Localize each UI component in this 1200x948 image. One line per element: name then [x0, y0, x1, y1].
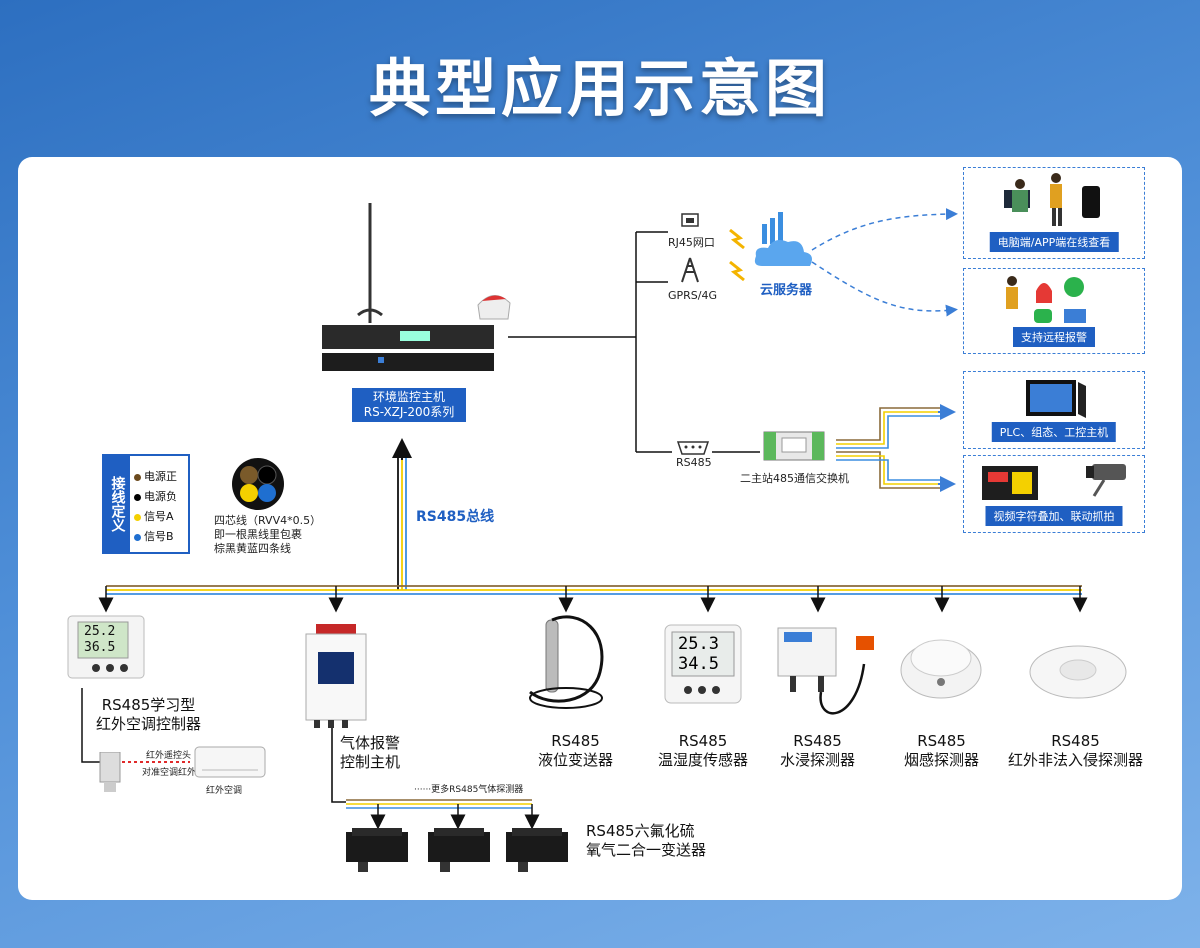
gas-sensor-2: [426, 826, 492, 872]
camera-icon: [982, 464, 1126, 500]
aircon-probe-icon: [96, 751, 124, 792]
host-label: 环境监控主机 RS-XZJ-200系列: [352, 388, 466, 422]
level-transmitter: [520, 612, 616, 716]
yellow-dot-icon: [134, 513, 141, 521]
ir-controller: 25.2 36.5: [66, 614, 146, 680]
bus-horizontal: [106, 585, 1082, 595]
aircon-unit-icon: [194, 746, 266, 780]
black-dot-icon: [134, 493, 141, 501]
cloud-icon: [752, 212, 818, 272]
device-label-gas: 气体报警控制主机: [340, 734, 401, 771]
gprs-label: GPRS/4G: [668, 289, 718, 302]
gas-sensor-1: [344, 826, 410, 872]
card-alarm: 支持远程报警: [963, 268, 1145, 354]
lcd-hum1: 36.5: [84, 640, 116, 655]
gas-sensor-label: RS485六氟化硫氧气二合一变送器: [586, 822, 707, 859]
lcd-hum2: 34.5: [678, 654, 719, 674]
blue-dot-icon: [134, 533, 141, 541]
lcd-temp2: 25.3: [678, 634, 719, 654]
cloud-links: [811, 208, 958, 317]
card-alarm-label: 支持远程报警: [1013, 327, 1095, 347]
antenna-tower-icon: [678, 256, 702, 284]
cable-line2: 即一根黑线里包裹: [214, 528, 302, 541]
switch-label: 二主站485通信交换机: [740, 472, 849, 485]
comm-switch: [762, 428, 826, 464]
legend-title: 接线定义: [104, 456, 130, 552]
card-video-label: 视频字符叠加、联动抓拍: [985, 506, 1123, 526]
cable-line3: 棕黑黄蓝四条线: [214, 542, 291, 555]
switch-bundle: [836, 407, 945, 489]
rj45-icon: [680, 212, 700, 230]
wiring-legend: 接线定义 电源正 电源负 信号A 信号B: [102, 454, 190, 554]
people-phone-icon: [1004, 173, 1100, 226]
legend-item: 信号B: [134, 528, 174, 544]
card-video: 视频字符叠加、联动抓拍: [963, 455, 1145, 533]
aircon-align-label: 对准空调红外口: [142, 768, 206, 778]
aircon-unit-label: 红外空调: [206, 786, 243, 796]
card-plc: PLC、组态、工控主机: [963, 371, 1145, 449]
bus-trunk: [397, 452, 407, 590]
aircon-wire: [81, 688, 100, 763]
card-plc-label: PLC、组态、工控主机: [991, 422, 1117, 442]
monitor-icon: [1026, 380, 1086, 418]
legend-item: 信号A: [134, 508, 174, 524]
rj45-label: RJ45网口: [668, 236, 715, 249]
monitoring-host: [318, 195, 518, 375]
host-name: 环境监控主机: [372, 390, 445, 404]
card-online-label: 电脑端/APP端在线查看: [989, 232, 1119, 252]
gas-sensor-3: [504, 826, 570, 872]
legend-item: 电源正: [134, 468, 177, 484]
rs485-label: RS485: [676, 456, 712, 469]
card-online-view: 电脑端/APP端在线查看: [963, 167, 1145, 259]
brown-dot-icon: [134, 473, 141, 481]
gas-drops: [370, 804, 540, 830]
water-leak-sensor: [776, 624, 876, 724]
cable-line1: 四芯线（RVV4*0.5）: [214, 514, 322, 527]
aircon-probe-label: 红外遥控头: [146, 751, 192, 761]
cable-cross-section-icon: [230, 456, 286, 512]
ir-intrusion-detector: [1028, 640, 1128, 700]
lightning-icon: [722, 228, 752, 284]
smoke-detector: [898, 628, 984, 700]
more-gas-label: ······更多RS485气体探测器: [414, 785, 524, 795]
gas-controller: [304, 624, 368, 728]
temp-humidity-sensor: 25.3 34.5: [664, 624, 742, 704]
legend-item: 电源负: [134, 488, 177, 504]
device-label-ir: RS485学习型红外空调控制器: [96, 696, 202, 733]
host-model: RS-XZJ-200系列: [363, 405, 455, 419]
page-title: 典型应用示意图: [368, 52, 831, 125]
host-comm-lines: [508, 231, 760, 453]
db9-port-icon: [676, 440, 710, 456]
gas-wire: [331, 728, 532, 809]
lcd-temp1: 25.2: [84, 624, 116, 639]
bus-label: RS485总线: [416, 509, 495, 525]
cloud-label: 云服务器: [760, 283, 813, 298]
alarm-icons: [1006, 276, 1086, 323]
bus-drops: [98, 586, 1088, 613]
